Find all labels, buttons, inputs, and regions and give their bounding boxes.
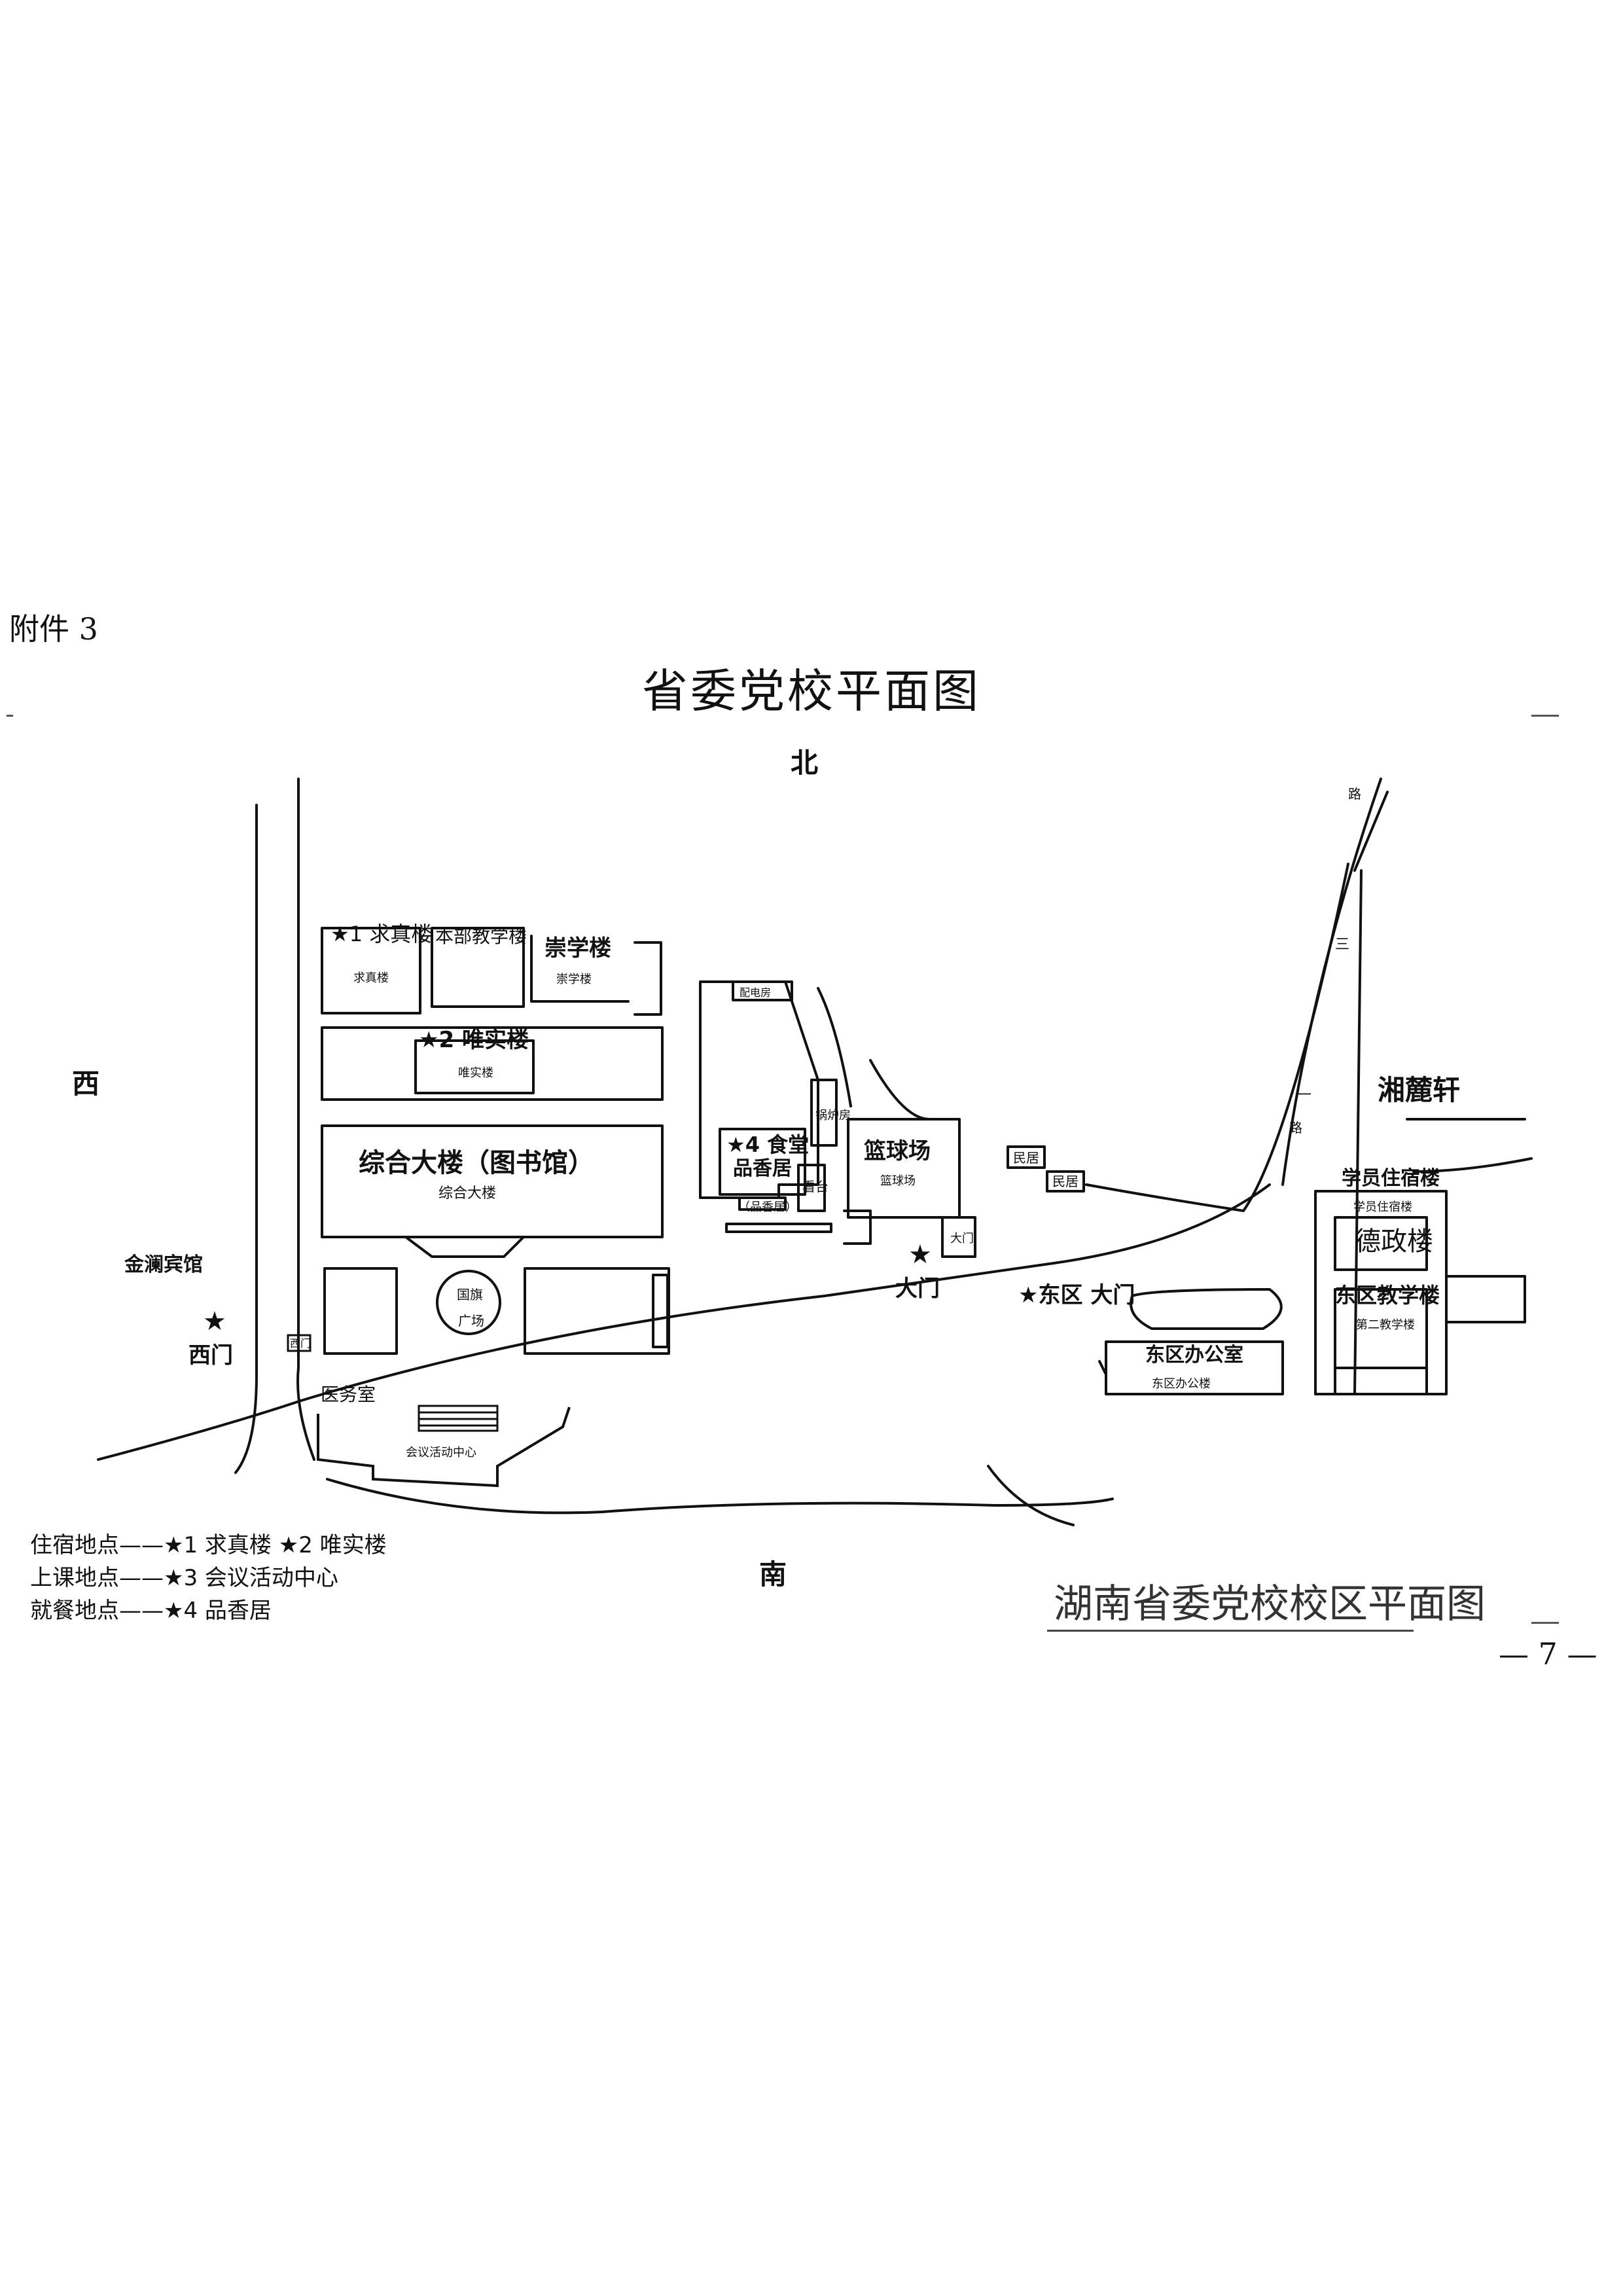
main-gate-small-label: 大门 — [950, 1232, 974, 1246]
weishi-small-label: 唯实楼 — [458, 1066, 493, 1080]
map-legend: 住宿地点——★1 求真楼 ★2 唯实楼 上课地点——★3 会议活动中心 就餐地点… — [30, 1529, 387, 1627]
meeting-center-label: 会议活动中心 — [406, 1446, 476, 1460]
page-title: 省委党校平面图 — [642, 664, 981, 718]
square-label: 广场 — [458, 1313, 484, 1329]
west-gate-box — [287, 1334, 312, 1352]
corner-mark-right — [1531, 715, 1559, 717]
stairs-hatch — [418, 1405, 499, 1432]
east-teaching-label: 东区教学楼 — [1335, 1283, 1440, 1308]
basketball-small-label: 篮球场 — [880, 1174, 916, 1188]
main-gate-star: ★ — [908, 1240, 932, 1270]
west-gate-label: 西门 — [188, 1342, 233, 1369]
dezheng-label: 德政楼 — [1355, 1227, 1433, 1257]
zonghe-small-label: 综合大楼 — [438, 1185, 496, 1202]
attachment-label: 附件 3 — [9, 611, 98, 647]
road-label-1: 路 — [1348, 786, 1361, 802]
corner-mark-left — [7, 715, 13, 717]
qiuzhen-small-label: 求真楼 — [353, 971, 389, 985]
east-gate-label: ★东区 大门 — [1018, 1282, 1135, 1308]
west-label: 西 — [72, 1067, 99, 1100]
road-label-3: 一 — [1297, 1087, 1311, 1103]
distribution-room-label: 配电房 — [740, 986, 771, 999]
legend-line-lodging: 住宿地点——★1 求真楼 ★2 唯实楼 — [30, 1532, 387, 1558]
west-gate-star: ★ — [203, 1306, 226, 1336]
main-gate-label: 大门 — [895, 1276, 940, 1302]
chongxue-small-label: 崇学楼 — [556, 973, 592, 986]
flag-label: 国旗 — [457, 1287, 483, 1302]
corner-mark-bottom-right — [1531, 1622, 1559, 1624]
map-linework — [97, 778, 1533, 1526]
map-caption: 湖南省委党校校区平面图 — [1054, 1581, 1486, 1627]
weishi-label: ★2 唯实楼 — [419, 1027, 529, 1053]
legend-line-dining: 就餐地点——★4 品香居 — [30, 1598, 272, 1624]
benbu-teaching-label: 本部教学楼 — [435, 925, 527, 947]
xianglu-label: 湘麓轩 — [1378, 1074, 1460, 1106]
south-label: 南 — [759, 1558, 787, 1590]
meeting-outline — [317, 1407, 571, 1488]
pinxiangju-label: 品香居 — [733, 1157, 792, 1180]
student-dorm-small-label: 学员住宿楼 — [1353, 1200, 1412, 1214]
canteen-label: ★4 食堂 — [726, 1132, 809, 1157]
road-label-2: 三 — [1335, 937, 1349, 953]
zonghe-label: 综合大楼（图书馆） — [359, 1148, 594, 1178]
residence-2-label: 民居 — [1052, 1174, 1079, 1189]
campus-map: 北 西 南 ★1 求真楼 求真楼 本部教学楼 崇学楼 崇学楼 ★2 唯实楼 唯实… — [72, 747, 1533, 1590]
caption-underline — [1047, 1630, 1414, 1632]
east-office-small-label: 东区办公楼 — [1152, 1377, 1211, 1391]
residence-1-label: 民居 — [1013, 1150, 1039, 1166]
legend-line-class: 上课地点——★3 会议活动中心 — [30, 1565, 338, 1591]
page-number: — 7 — — [1499, 1636, 1597, 1672]
jinlan-hotel-label: 金澜宾馆 — [124, 1253, 203, 1276]
road-label-4: 路 — [1289, 1120, 1302, 1136]
student-dorm-label: 学员住宿楼 — [1342, 1167, 1440, 1190]
chongxue-label: 崇学楼 — [544, 935, 611, 961]
basketball-label: 篮球场 — [864, 1138, 931, 1164]
medical-label: 医务室 — [321, 1384, 376, 1405]
east-office-label: 东区办公室 — [1145, 1344, 1243, 1367]
boiler-room-label: 锅炉房 — [815, 1109, 851, 1122]
west-gate-small-label: 西门 — [290, 1337, 311, 1350]
pinxiangju-small-label: （品香居） — [738, 1200, 797, 1214]
north-label: 北 — [791, 747, 818, 779]
stage-label: 看台 — [802, 1179, 829, 1194]
second-teaching-small-label: 第二教学楼 — [1356, 1318, 1415, 1332]
qiuzhen-label: ★1 求真楼 — [330, 922, 432, 946]
